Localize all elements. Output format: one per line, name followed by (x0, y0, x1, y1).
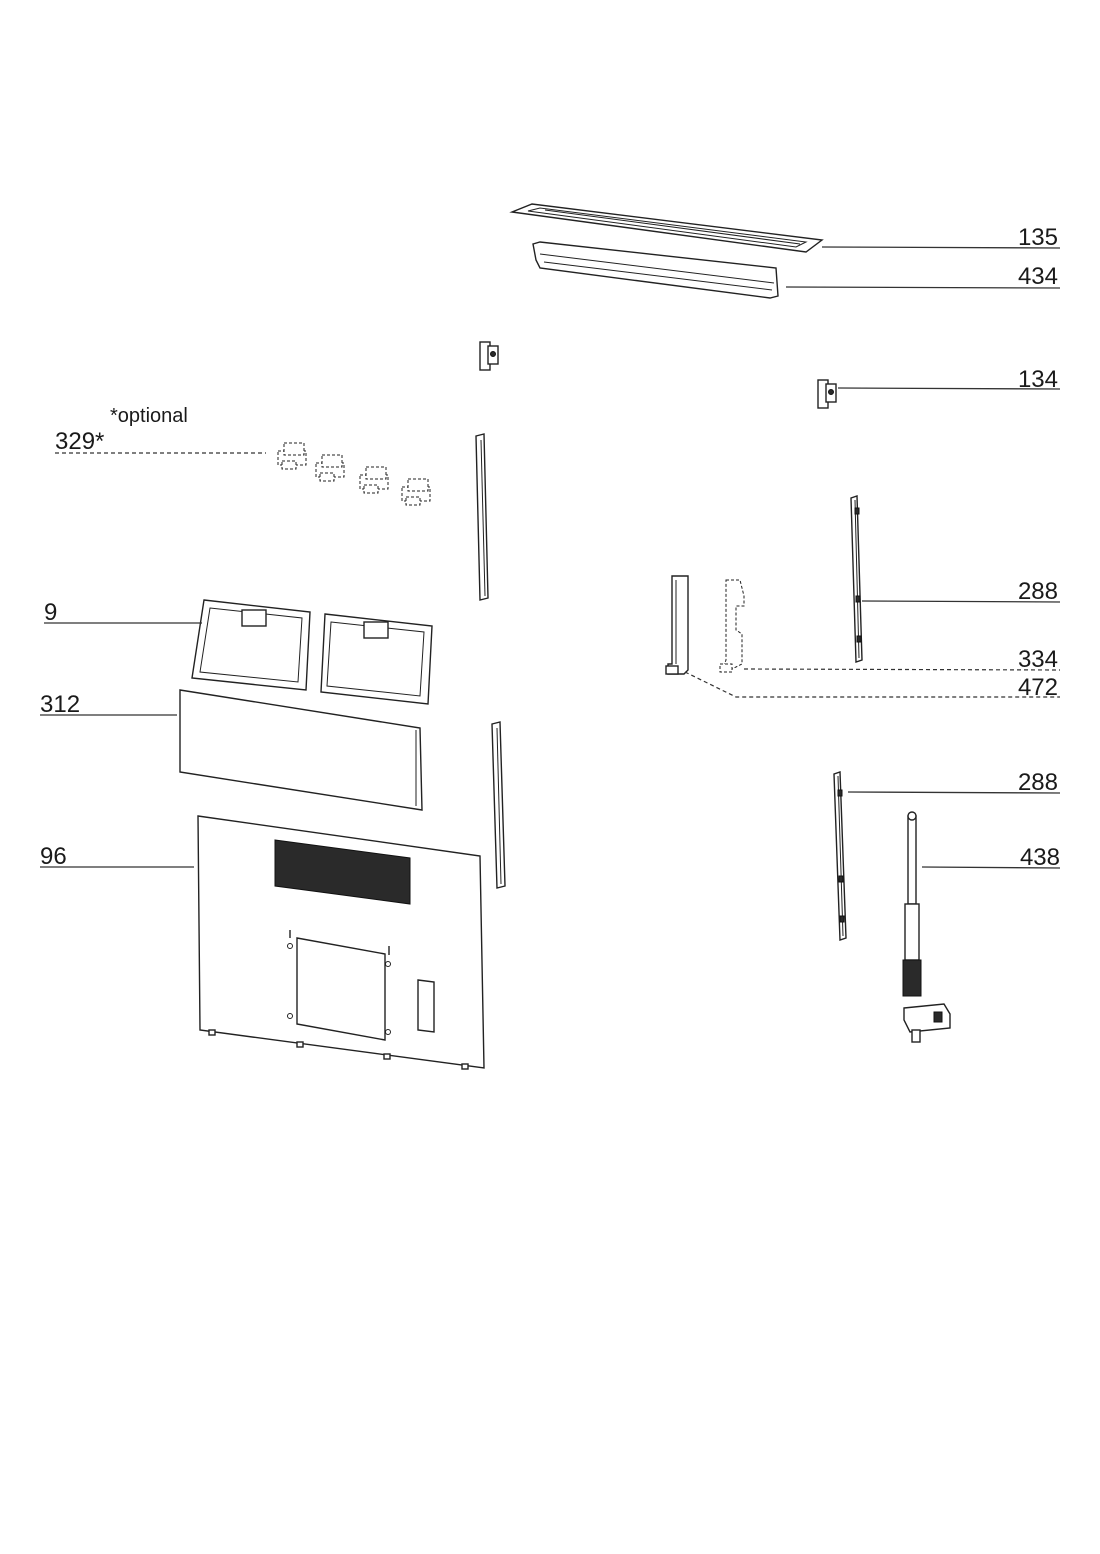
part-438-linear-actuator (902, 811, 951, 1043)
label-134: 134 (1018, 366, 1058, 393)
label-312: 312 (40, 691, 80, 718)
label-96: 96 (40, 843, 67, 870)
part-312-front-panel (179, 689, 423, 811)
label-288-upper: 288 (1018, 578, 1058, 605)
part-134-hinge-bracket-right (817, 379, 837, 409)
part-134-hinge-bracket-left (479, 341, 499, 371)
part-334-bracket-dashed (719, 579, 745, 673)
label-9: 9 (44, 599, 57, 626)
left-lower-vertical-rail (491, 721, 506, 889)
part-288-slide-rail-lower (833, 771, 847, 941)
label-329: 329* (55, 428, 104, 455)
label-434: 434 (1018, 263, 1058, 290)
label-334: 334 (1018, 646, 1058, 673)
part-434-trim-rail (532, 241, 779, 299)
label-438: 438 (1020, 844, 1060, 871)
part-9-grease-filter-left (191, 599, 311, 691)
leader-lines (40, 246, 1061, 869)
label-472: 472 (1018, 674, 1058, 701)
label-135: 135 (1018, 224, 1058, 251)
part-96-main-cover-panel (197, 815, 485, 1070)
part-472-bracket (665, 575, 689, 675)
part-135-top-frame (509, 203, 824, 253)
part-9-grease-filter-right (320, 613, 433, 705)
part-288-slide-rail-upper (850, 495, 863, 663)
left-upper-vertical-rail (475, 433, 489, 601)
label-288-lower: 288 (1018, 769, 1058, 796)
part-329-optional-clips (277, 442, 431, 506)
optional-note: *optional (110, 405, 188, 427)
